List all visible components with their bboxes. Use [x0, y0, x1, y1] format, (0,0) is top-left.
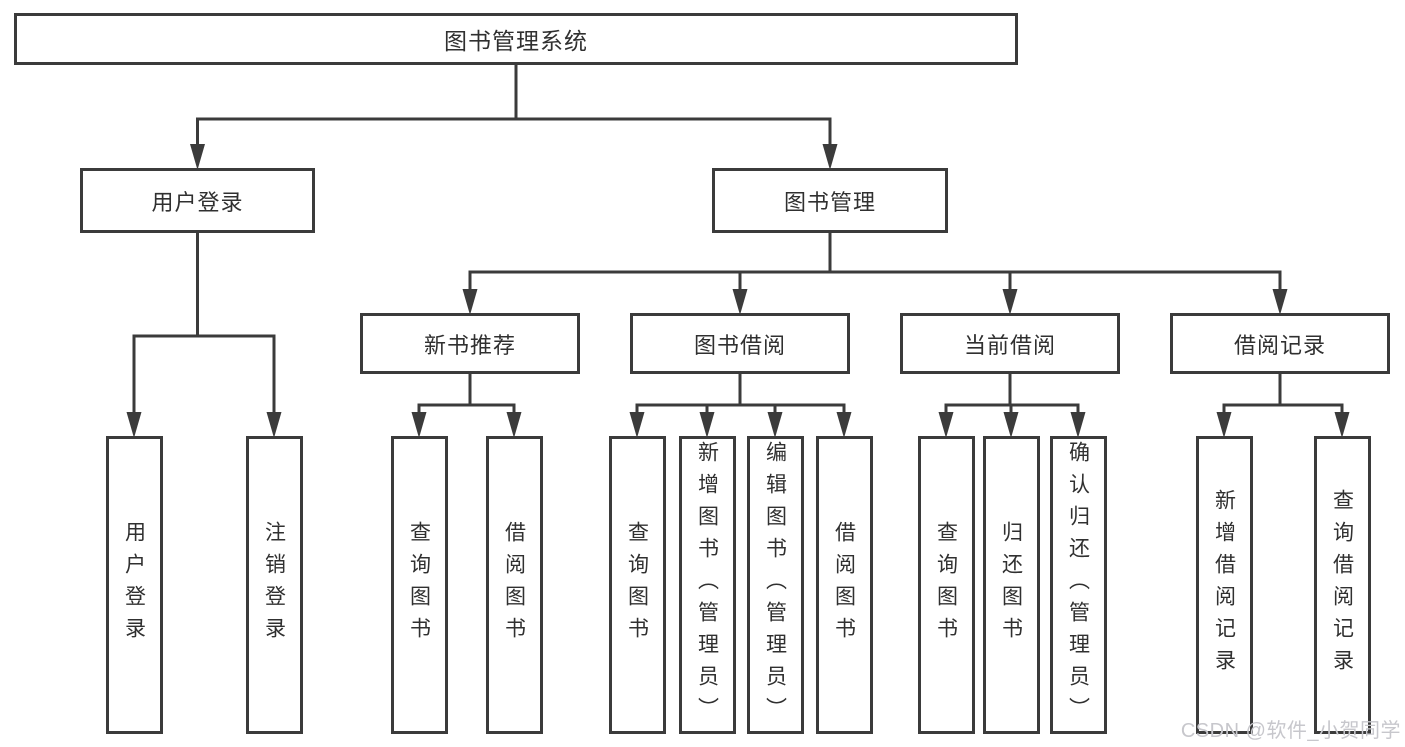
leaf-add-books-admin-label: 新增图书（管理员） — [695, 441, 719, 729]
leaf-edit-books-admin-label: 编辑图书（管理员） — [763, 441, 787, 729]
leaf-add-borrow-record-label: 新增借阅记录 — [1212, 489, 1236, 681]
leaf-borrow-query-books-label: 查询图书 — [625, 521, 649, 649]
node-new-book-recommend: 新书推荐 — [360, 313, 580, 374]
leaf-current-query-books: 查询图书 — [917, 436, 975, 734]
leaf-edit-books-admin: 编辑图书（管理员） — [746, 436, 804, 734]
leaf-user-login-label: 用户登录 — [122, 521, 146, 649]
leaf-query-borrow-record: 查询借阅记录 — [1313, 436, 1371, 734]
leaf-borrow-books: 借阅图书 — [815, 436, 873, 734]
node-root: 图书管理系统 — [14, 13, 1018, 65]
node-book-borrow-label: 图书借阅 — [693, 332, 786, 358]
node-borrow-records-label: 借阅记录 — [1233, 332, 1326, 358]
node-new-book-recommend-label: 新书推荐 — [423, 332, 516, 358]
leaf-borrow-query-books: 查询图书 — [608, 436, 666, 734]
leaf-recommend-query-books: 查询图书 — [390, 436, 448, 734]
node-user-login: 用户登录 — [80, 168, 315, 233]
leaf-borrow-books-label: 借阅图书 — [832, 521, 856, 649]
leaf-logout-label: 注销登录 — [262, 521, 286, 649]
leaf-add-borrow-record: 新增借阅记录 — [1195, 436, 1253, 734]
leaf-add-books-admin: 新增图书（管理员） — [678, 436, 736, 734]
leaf-recommend-borrow-books-label: 借阅图书 — [502, 521, 526, 649]
node-root-label: 图书管理系统 — [444, 28, 588, 54]
leaf-confirm-return-admin-label: 确认归还（管理员） — [1066, 441, 1090, 729]
node-current-borrow: 当前借阅 — [900, 313, 1120, 374]
node-book-management: 图书管理 — [712, 168, 948, 233]
leaf-return-books: 归还图书 — [982, 436, 1040, 734]
leaf-recommend-query-books-label: 查询图书 — [407, 521, 431, 649]
leaf-current-query-books-label: 查询图书 — [934, 521, 958, 649]
leaf-return-books-label: 归还图书 — [999, 521, 1023, 649]
node-book-management-label: 图书管理 — [783, 189, 876, 215]
node-book-borrow: 图书借阅 — [630, 313, 850, 374]
leaf-confirm-return-admin: 确认归还（管理员） — [1049, 436, 1107, 734]
leaf-logout: 注销登录 — [245, 436, 303, 734]
node-user-login-label: 用户登录 — [151, 189, 244, 215]
csdn-watermark: CSDN @软件_小贺同学 — [1180, 720, 1401, 742]
leaf-user-login: 用户登录 — [105, 436, 163, 734]
leaf-recommend-borrow-books: 借阅图书 — [485, 436, 543, 734]
node-borrow-records: 借阅记录 — [1170, 313, 1390, 374]
node-current-borrow-label: 当前借阅 — [963, 332, 1056, 358]
leaf-query-borrow-record-label: 查询借阅记录 — [1330, 489, 1354, 681]
